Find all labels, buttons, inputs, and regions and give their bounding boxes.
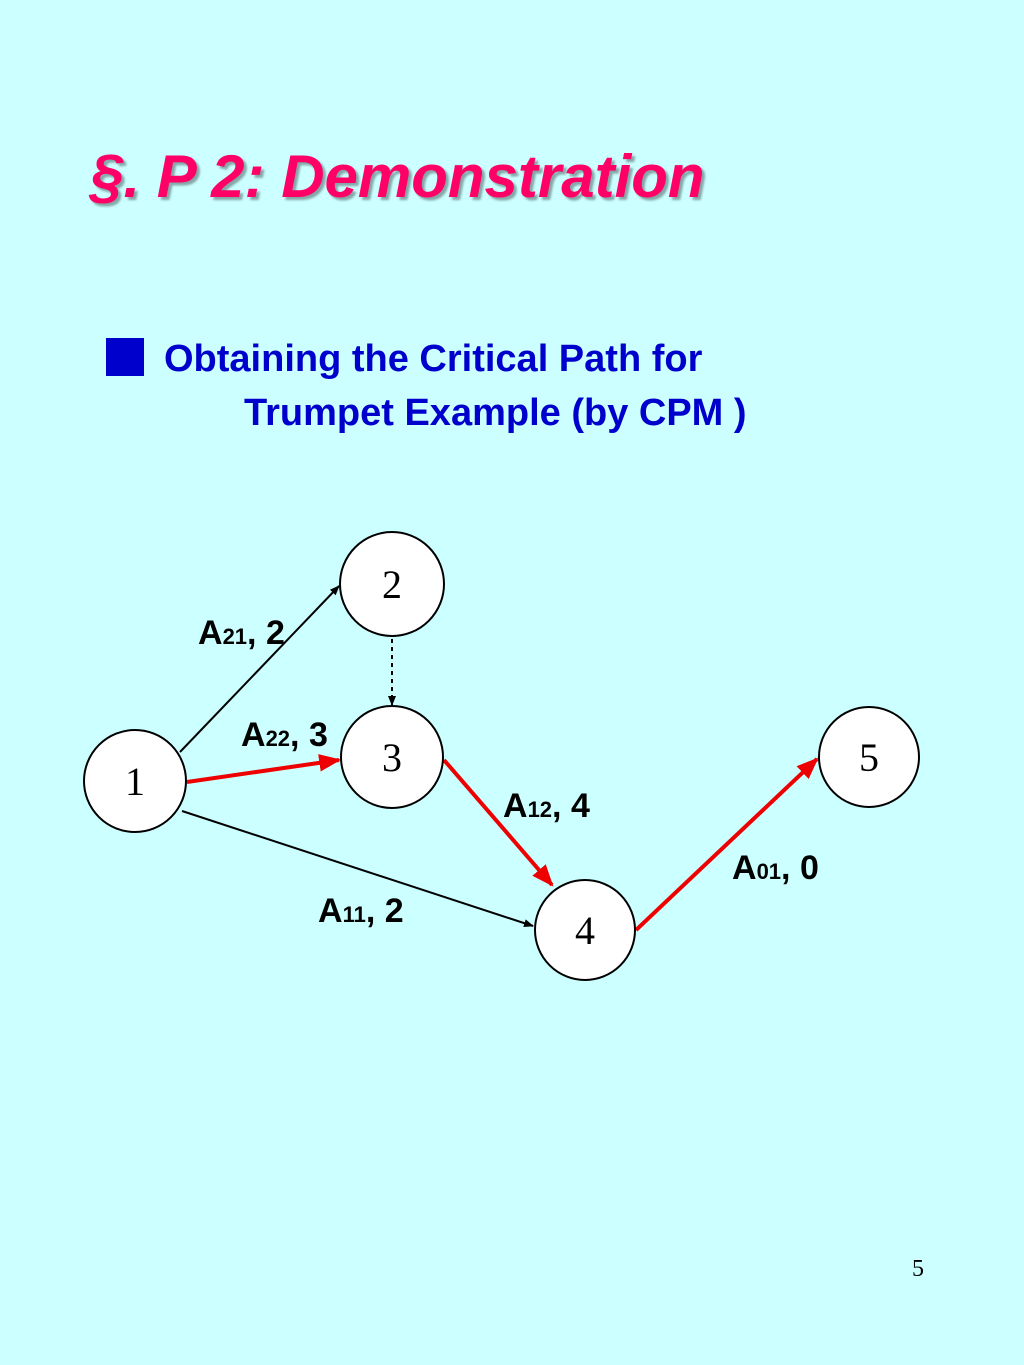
- edge-1-4: [181, 810, 534, 927]
- critical-edge-1-3: [186, 754, 342, 784]
- bullet-point: Obtaining the Critical Path for Trumpet …: [106, 332, 747, 440]
- node-2: 2: [339, 531, 445, 637]
- node-4-label: 4: [575, 908, 595, 953]
- node-1: 1: [83, 729, 187, 833]
- node-3-label: 3: [382, 735, 402, 780]
- critical-edge-3-4: [442, 758, 554, 887]
- slide-title: §. P 2: Demonstration: [90, 143, 705, 210]
- node-2-label: 2: [382, 562, 402, 607]
- node-5: 5: [818, 706, 920, 808]
- edge-label-3-4: A12, 4: [503, 787, 590, 825]
- node-5-label: 5: [859, 735, 879, 780]
- node-4: 4: [534, 879, 636, 981]
- critical-edge-4-5: [634, 757, 819, 932]
- node-3: 3: [340, 705, 444, 809]
- edge-label-4-5: A01, 0: [732, 849, 819, 887]
- bullet-line-2: Trumpet Example (by CPM ): [244, 392, 747, 434]
- bullet-text: Obtaining the Critical Path for Trumpet …: [164, 332, 747, 440]
- edge-1-2: [179, 585, 340, 753]
- square-bullet-icon: [106, 338, 144, 376]
- node-1-label: 1: [125, 759, 145, 804]
- edge-label-1-2: A21, 2: [198, 614, 285, 652]
- page-number: 5: [912, 1256, 924, 1282]
- edge-label-1-4: A11, 2: [318, 892, 404, 930]
- bullet-line-1: Obtaining the Critical Path for: [164, 338, 703, 380]
- edge-label-1-3: A22, 3: [241, 716, 328, 754]
